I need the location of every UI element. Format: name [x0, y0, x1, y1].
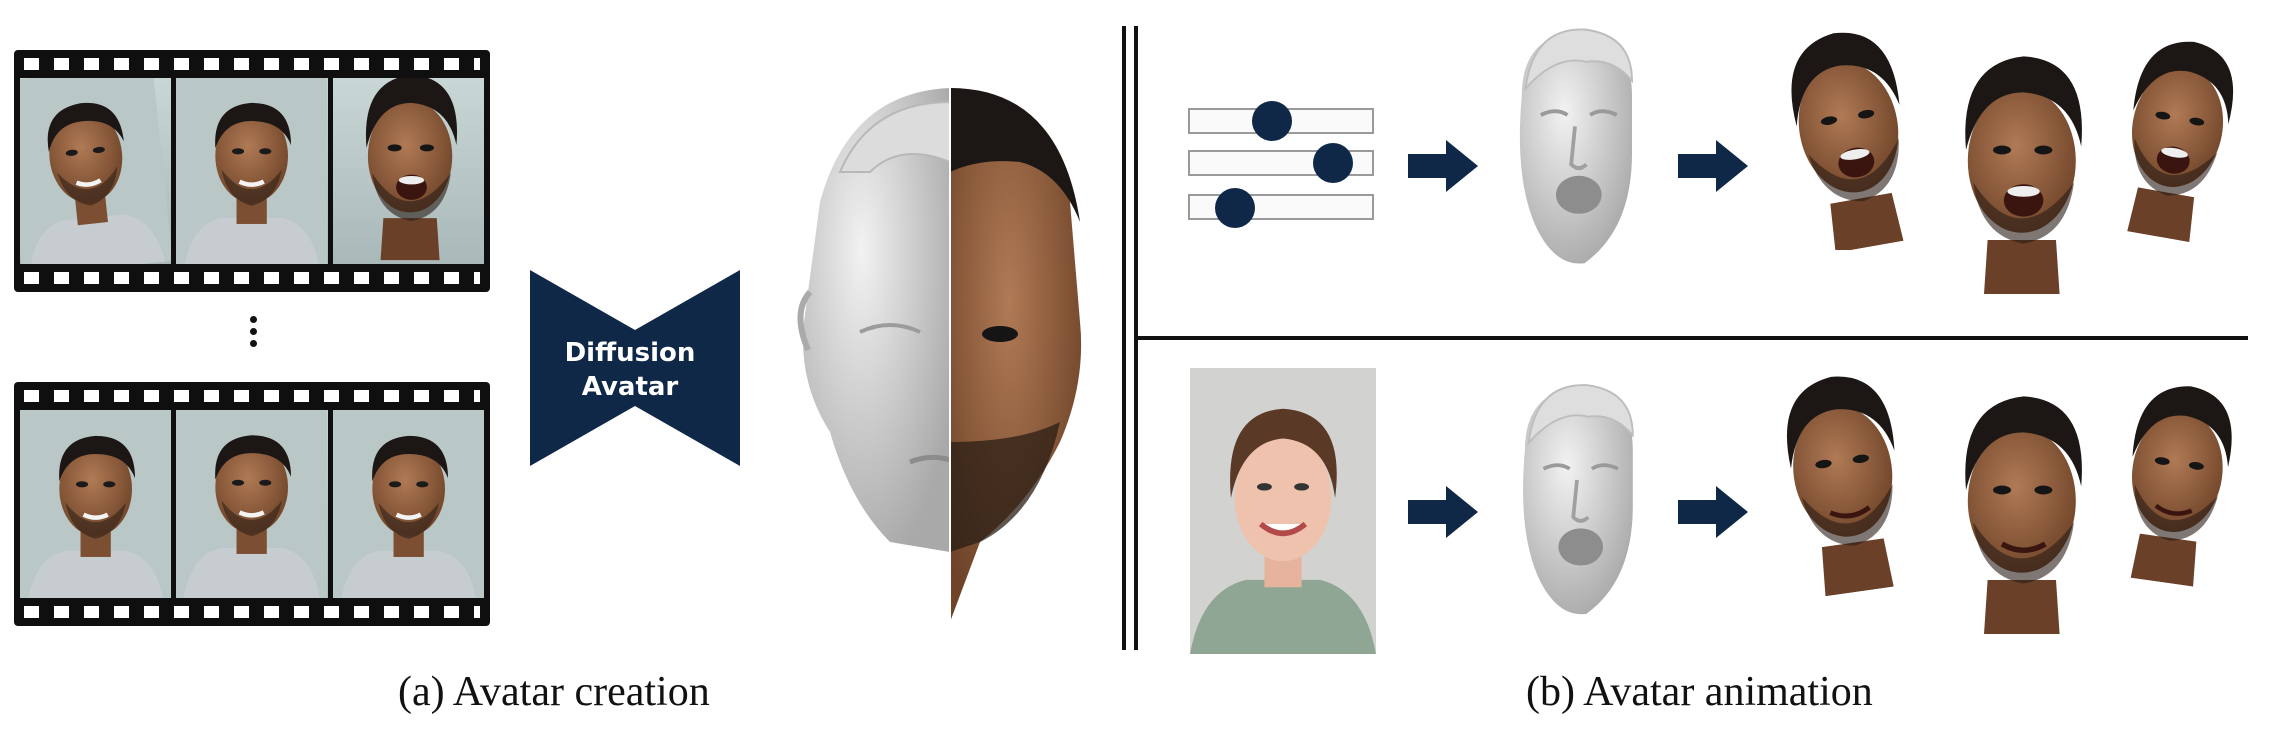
slider-knob[interactable] [1214, 188, 1255, 228]
face-video-frame [176, 410, 328, 598]
animated-head-left-view [1760, 360, 1924, 596]
face-video-frame [332, 410, 484, 598]
animated-head-right-view [2100, 18, 2250, 248]
caption-avatar-creation: (a) Avatar creation [398, 669, 710, 715]
row-divider [1136, 336, 2248, 340]
animated-head-left-view [1766, 18, 1930, 250]
face-video-frame [20, 410, 172, 598]
film-perforations [24, 390, 480, 402]
half-mesh-half-textured-head [797, 88, 1082, 622]
mesh-head-expression [1484, 366, 1670, 646]
animated-head-right-view [2100, 360, 2250, 596]
caption-avatar-animation: (b) Avatar animation [1526, 669, 1873, 715]
film-perforations [24, 606, 480, 618]
arrow-right-icon [1678, 486, 1748, 538]
film-strip-top [14, 50, 490, 292]
film-perforations [24, 272, 480, 284]
slider-knob[interactable] [1251, 101, 1292, 141]
arrow-right-icon [1408, 486, 1478, 538]
ellipsis-dots [248, 316, 258, 352]
animated-head-front-view [1930, 18, 2110, 318]
section-divider [1122, 26, 1126, 650]
face-video-frame [332, 78, 484, 264]
face-video-frame [20, 78, 172, 264]
mesh-head-expression [1480, 18, 1670, 288]
arrow-right-icon [1408, 140, 1478, 192]
film-strip-bottom [14, 382, 490, 626]
arrow-right-icon [1678, 140, 1748, 192]
hourglass-network-icon [530, 270, 740, 466]
film-perforations [24, 58, 480, 70]
reference-photo [1190, 368, 1376, 654]
slider-knob[interactable] [1313, 143, 1354, 183]
face-video-frame [176, 78, 328, 264]
network-label: Diffusion Avatar [564, 338, 696, 402]
animated-head-front-view [1930, 360, 2110, 656]
